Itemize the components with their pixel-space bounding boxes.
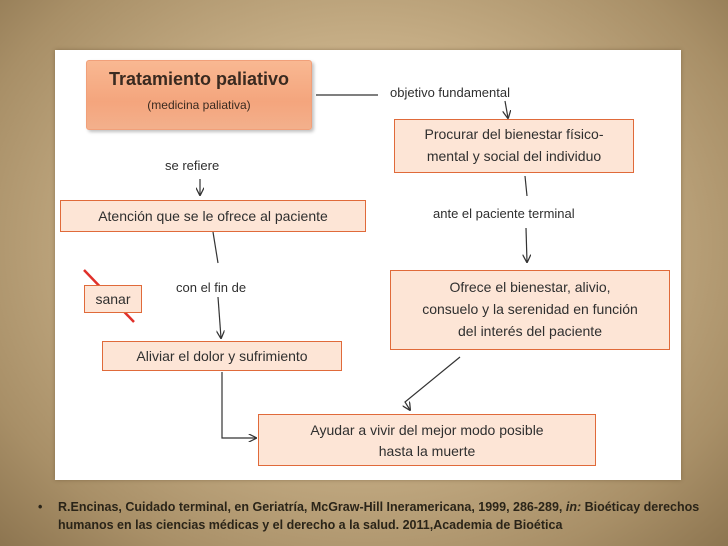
sanar-text: sanar	[95, 291, 131, 307]
reference-in: in:	[565, 500, 582, 514]
connector-procure-terminal	[524, 175, 528, 197]
refers-label: se refiere	[165, 158, 220, 173]
arrow-terminal-offers	[526, 227, 527, 262]
objective-label: objetivo fundamental	[390, 85, 510, 100]
reference-text: • R.Encinas, Cuidado terminal, en Geriat…	[38, 498, 728, 534]
attention-box: Atención que se le ofrece al paciente	[60, 200, 366, 232]
reference-author: R.Encinas, Cuidado terminal, en Geriatrí…	[58, 500, 566, 514]
terminal-label: ante el paciente terminal	[433, 206, 575, 221]
attention-text: Atención que se le ofrece al paciente	[98, 208, 328, 224]
title-box: Tratamiento paliativo (medicina paliativ…	[86, 60, 312, 130]
arrow-offers-help	[405, 356, 461, 410]
reference-rest: Bioéticay derechos humanos en las cienci…	[58, 500, 700, 532]
bullet-icon: •	[38, 500, 43, 514]
title-text: Tratamiento paliativo	[108, 69, 290, 89]
help-line-2: hasta la muerte	[378, 443, 476, 459]
procure-line-1: Procurar del bienestar físico-	[424, 126, 604, 142]
procure-box: Procurar del bienestar físico- mental y …	[394, 119, 634, 173]
arrow-purpose-relieve	[218, 296, 221, 338]
relieve-box: Aliviar el dolor y sufrimiento	[102, 341, 342, 371]
offers-line-3: del interés del paciente	[458, 323, 602, 339]
offers-line-2: consuelo y la serenidad en función	[422, 301, 638, 317]
arrow-relieve-help	[221, 372, 256, 438]
connector-attention-purpose	[212, 231, 219, 264]
purpose-label: con el fin de	[176, 280, 247, 295]
relieve-text: Aliviar el dolor y sufrimiento	[136, 348, 308, 364]
offers-box: Ofrece el bienestar, alivio, consuelo y …	[390, 270, 670, 350]
arrow-objective-procure	[505, 100, 508, 118]
sanar-box: sanar	[84, 285, 142, 313]
procure-line-2: mental y social del individuo	[426, 148, 602, 164]
help-box: Ayudar a vivir del mejor modo posible ha…	[258, 414, 596, 466]
offers-line-1: Ofrece el bienestar, alivio,	[449, 279, 611, 295]
help-line-1: Ayudar a vivir del mejor modo posible	[310, 422, 544, 438]
subtitle-text: (medicina paliativa)	[147, 98, 251, 112]
